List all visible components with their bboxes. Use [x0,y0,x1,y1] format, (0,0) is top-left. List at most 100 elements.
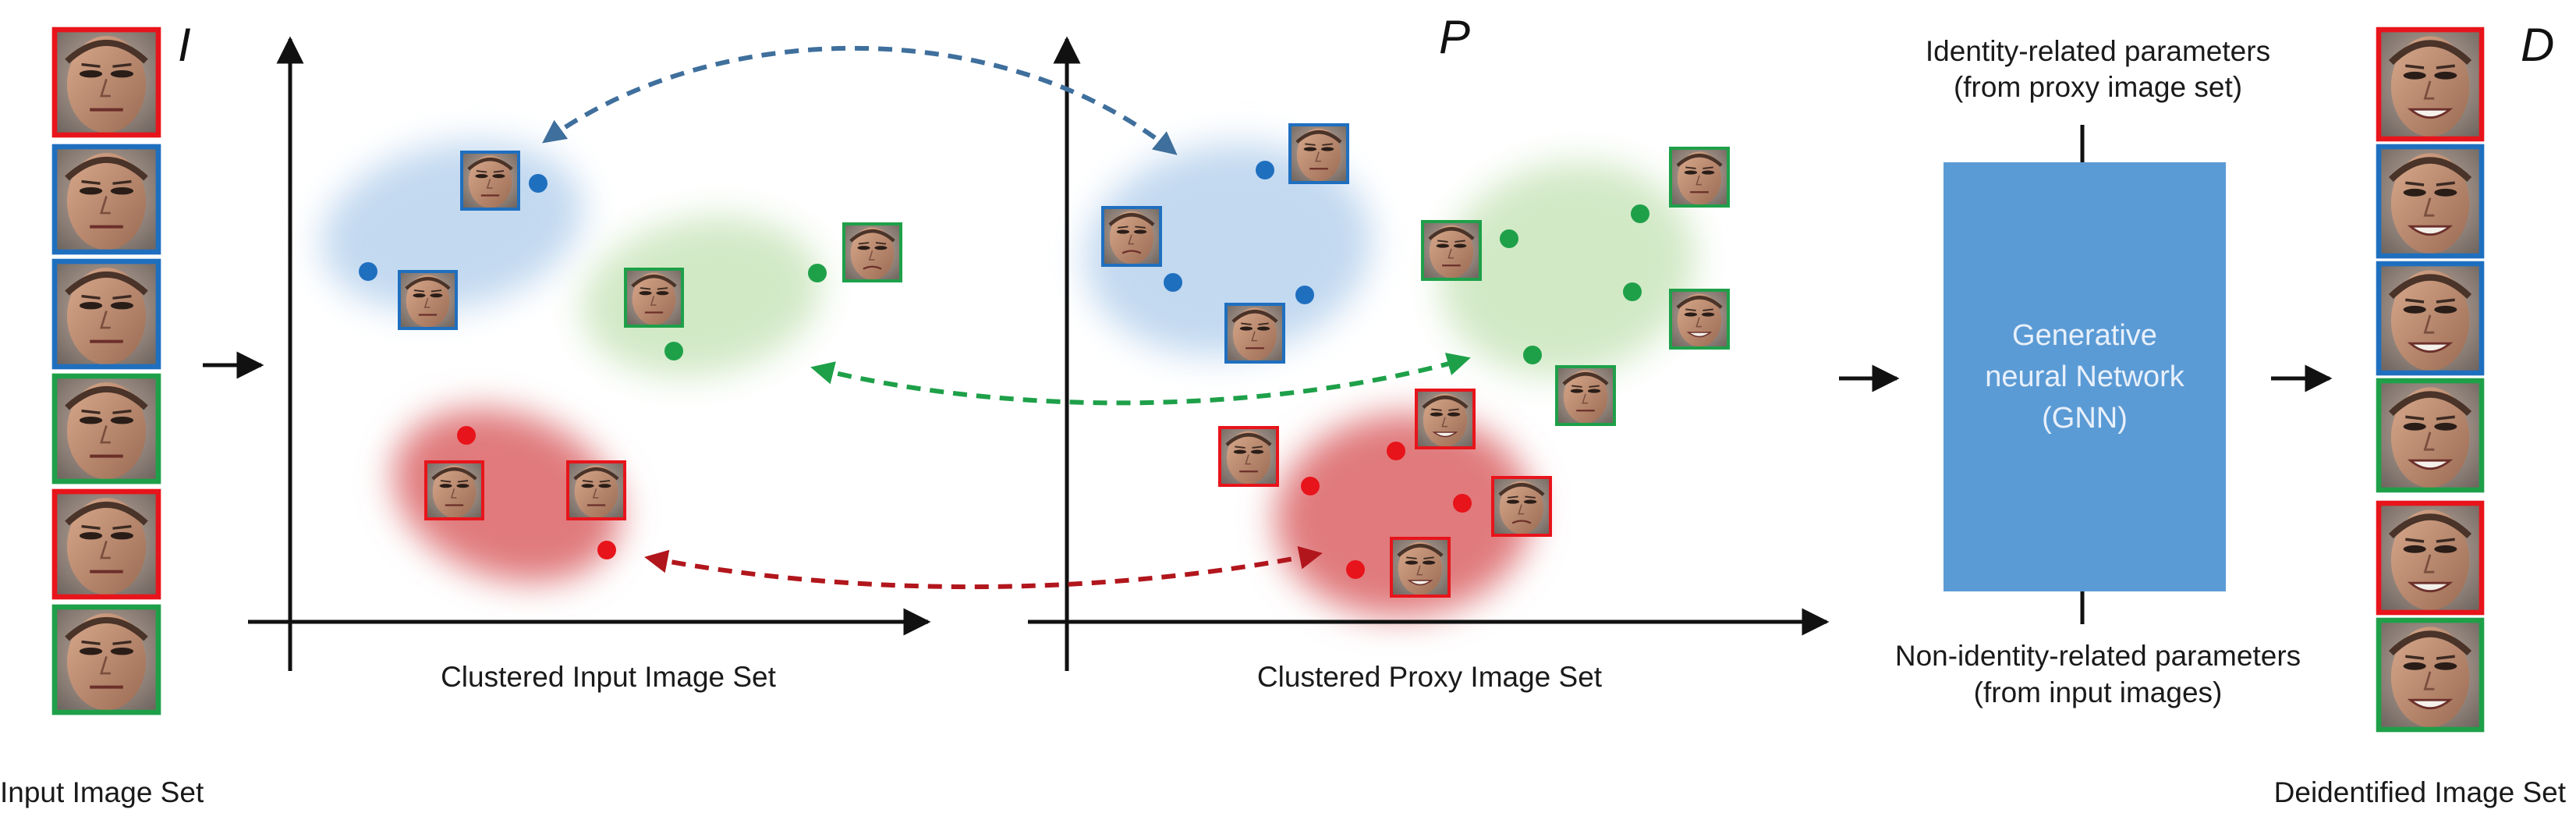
face-eye [1116,229,1130,234]
face-mouth [1121,250,1142,254]
face-skin [2390,627,2470,728]
face-eye [413,293,426,298]
face-hair [1498,483,1545,496]
face-hair [1295,130,1342,144]
proxy-plot-face-7 [1555,365,1616,426]
face-nose [100,79,111,98]
input-face-5 [51,488,161,600]
face-hair [1397,544,1444,557]
proxy-point-4 [1631,204,1649,223]
face-nose [100,656,111,675]
input-face-3 [51,258,161,370]
face-hair [467,158,513,171]
input-point-2 [359,262,377,281]
input-point-5 [457,426,476,445]
face-brow [1235,446,1245,449]
face-nose [650,296,657,306]
identity-params-line2: (from proxy image set) [1954,71,2242,103]
face-nose [2423,80,2435,100]
face-brow [1241,322,1252,325]
face-nose [1695,317,1702,328]
face-eye [1701,170,1715,175]
face-nose [423,298,431,308]
face-eye [639,291,652,296]
face-hair [849,229,895,243]
face-frame [51,258,161,370]
proxy-point-7 [1523,346,1542,364]
face-hair [65,156,148,181]
non-identity-params-line2: (from input images) [1974,676,2223,708]
red-cluster-arrow [644,545,1323,590]
face-frame [1224,303,1285,364]
face-eye [1506,499,1520,504]
proxy-point-10 [1453,494,1472,513]
face-eye [492,174,505,179]
face-eye [1523,499,1537,504]
face-frame [51,604,161,715]
face-eye [1239,326,1253,331]
face-eye [1320,147,1334,151]
face-frame [1669,289,1730,350]
cluster-blobs [321,141,1695,617]
cluster-points [359,161,1649,579]
face-brow [2405,655,2425,660]
face-brow [1525,495,1536,499]
face-frame [460,151,520,211]
input-face-6 [51,604,161,715]
face-skin [1677,293,1722,347]
face-eye [1701,312,1715,317]
face-hair [1225,433,1272,446]
face-hair [1676,296,1723,309]
face-eye [430,293,443,298]
face-brow [1437,240,1448,243]
face-nose [2423,431,2435,451]
face-frame [624,268,684,328]
input-plot-face-3 [624,268,684,328]
face-hair [1676,154,1723,167]
face-skin [66,268,147,365]
proxy-plot-face-6 [1669,289,1730,350]
face-eye [2403,545,2426,553]
face-hair [1108,213,1155,226]
proxy-point-6 [1623,282,1642,301]
face-eye [656,291,669,296]
proxy-point-9 [1301,477,1320,495]
face-skin [432,465,477,518]
face-mouth [1686,332,1713,338]
face-brow [1589,385,1600,388]
input-point-4 [664,342,683,360]
face-skin [66,36,147,133]
face-eye [79,301,103,310]
face-eye [110,416,134,424]
face-mouth [2407,581,2454,593]
face-brow [81,640,101,645]
face-brow [493,170,505,173]
text-labels: Identity-related parameters (from proxy … [0,11,2567,808]
face-nose [1447,248,1454,259]
face-hair [2388,157,2472,183]
face-frame [1288,123,1349,184]
gnn-label-line2: neural Network [1985,360,2185,393]
face-eye [110,301,134,310]
face-hair [65,39,148,64]
face-eye [1233,449,1247,454]
face-mouth [2407,225,2454,236]
input-plot-face-4 [842,222,902,282]
face-hair [573,467,619,481]
face-hair [1422,396,1469,409]
face-eye [1303,147,1317,151]
face-brow [81,524,101,530]
output-face-2 [2376,144,2485,259]
input-set-symbol: I [178,19,191,71]
face-eye [1256,326,1270,331]
face-thumbnails [51,27,2485,733]
face-eye [1430,412,1444,417]
face-mouth [2407,459,2454,470]
face-eye [2434,422,2457,431]
proxy-point-5 [1500,229,1518,248]
face-brow [640,287,651,290]
face-frame [2376,27,2485,142]
face-eye [79,647,103,655]
face-nose [2423,671,2435,691]
face-frame [1390,537,1451,598]
